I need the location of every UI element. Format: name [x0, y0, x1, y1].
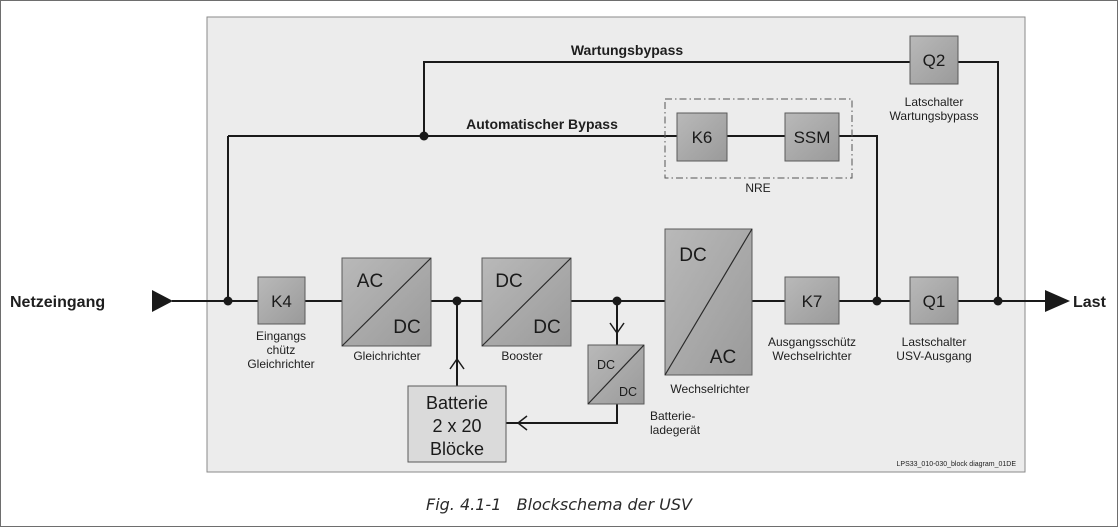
- rectifier-top-label: AC: [357, 271, 383, 292]
- booster-caption: Booster: [501, 349, 542, 363]
- charger-caption-1: Batterie-: [650, 409, 695, 423]
- battery-block: [407, 385, 507, 463]
- q2-caption-2: Wartungsbypass: [890, 109, 979, 123]
- maintenance-bypass-label: Wartungsbypass: [571, 42, 683, 58]
- junction-dot: [612, 296, 622, 306]
- flow-arrows: [449, 322, 625, 431]
- k4-caption-3: Gleichrichter: [247, 357, 314, 371]
- k4-label: K4: [271, 292, 292, 311]
- q2-caption-1: Latschalter: [905, 95, 964, 109]
- inverter-top-label: DC: [679, 245, 706, 266]
- junction-dot: [452, 296, 462, 306]
- inverter-bottom-label: AC: [710, 347, 736, 368]
- rectifier-caption: Gleichrichter: [353, 349, 420, 363]
- charger-top-label: DC: [597, 358, 615, 372]
- ssm-switch: [784, 112, 840, 162]
- k6-label: K6: [692, 128, 713, 147]
- inverter-caption: Wechselrichter: [670, 382, 749, 396]
- junction-dot: [993, 296, 1003, 306]
- battery-line-2: 2 x 20: [432, 416, 481, 436]
- k4-contactor: [257, 276, 306, 325]
- q1-label: Q1: [923, 292, 946, 311]
- q1-caption-2: USV-Ausgang: [896, 349, 971, 363]
- input-terminal-label: Netzeingang: [10, 294, 105, 311]
- k7-caption-1: Ausgangsschütz: [768, 335, 856, 349]
- booster-bottom-label: DC: [533, 317, 560, 338]
- k7-contactor: [784, 276, 840, 325]
- input-terminal-arrow: [152, 290, 173, 312]
- charger-caption-2: ladegerät: [650, 423, 701, 437]
- figure-caption-number: Fig. 4.1-1: [426, 495, 502, 514]
- converter-diagonals: [341, 228, 753, 405]
- booster-top-label: DC: [495, 271, 522, 292]
- junction-dot: [419, 131, 429, 141]
- automatic-bypass-label: Automatischer Bypass: [466, 116, 618, 132]
- q2-switch: [909, 35, 959, 85]
- k4-caption-2: chütz: [267, 343, 296, 357]
- k6-contactor: [676, 112, 728, 162]
- rectifier-bottom-label: DC: [393, 317, 420, 338]
- charger-bottom-label: DC: [619, 385, 637, 399]
- figure-caption: Fig. 4.1-1 Blockschema der USV: [0, 495, 1118, 514]
- figure-caption-text: Blockschema der USV: [516, 495, 692, 514]
- k4-caption-1: Eingangs: [256, 329, 306, 343]
- junction-dot: [872, 296, 882, 306]
- junction-dots: [223, 131, 1003, 306]
- k7-label: K7: [802, 292, 823, 311]
- q1-switch: [909, 276, 959, 325]
- output-terminal-label: Last: [1073, 294, 1107, 311]
- output-terminal-arrow: [1045, 290, 1070, 312]
- q2-label: Q2: [923, 51, 946, 70]
- junction-dot: [223, 296, 233, 306]
- ssm-label: SSM: [794, 128, 831, 147]
- battery-line-1: Batterie: [426, 393, 488, 413]
- q1-caption-1: Lastschalter: [902, 335, 967, 349]
- battery-line-3: Blöcke: [430, 439, 484, 459]
- nre-label: NRE: [745, 181, 770, 195]
- k7-caption-2: Wechselrichter: [772, 349, 851, 363]
- figure-reference-code: LPS33_010-030_block diagram_01DE: [897, 461, 1017, 468]
- nre-group-border: [664, 98, 853, 179]
